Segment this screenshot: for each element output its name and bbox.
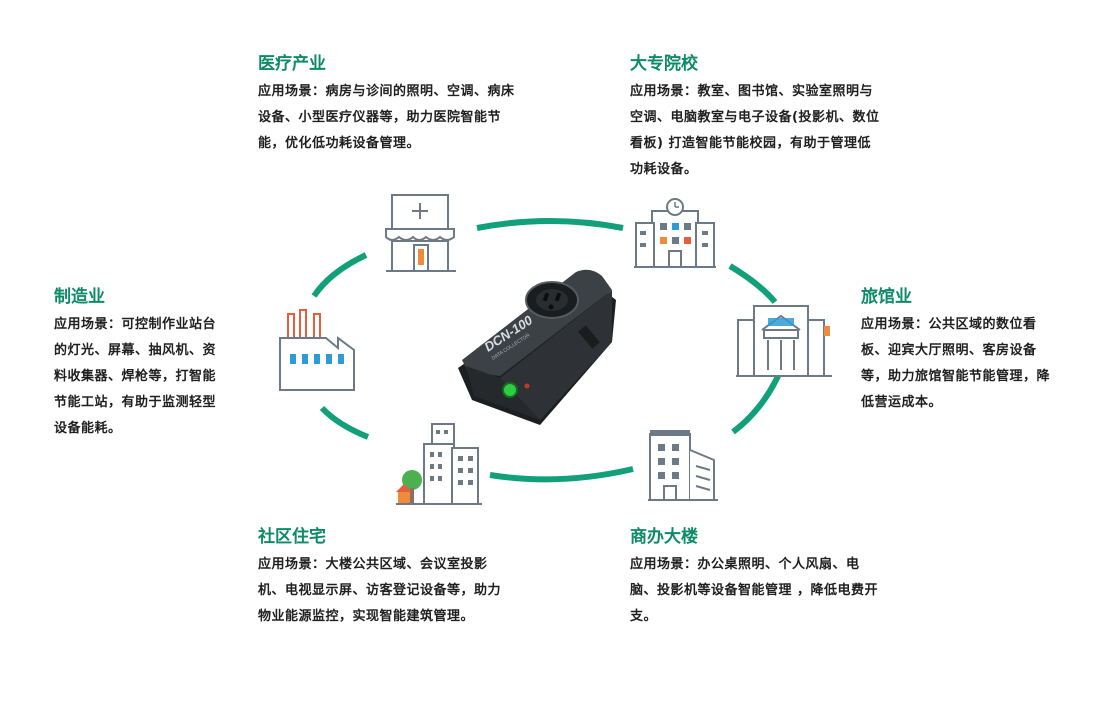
sector-hotel: 旅馆业 应用场景：公共区域的数位看板、迎宾大厅照明、客房设备等，助力旅馆智能节能…	[861, 286, 1051, 416]
sector-title: 大专院校	[630, 54, 698, 74]
apartment-icon	[396, 423, 482, 505]
factory-icon	[279, 309, 355, 391]
sector-description: 应用场景：教室、图书馆、实验室照明与空调、电脑教室与电子设备(投影机、数位看板)…	[630, 84, 880, 177]
sector-manufacturing: 制造业 应用场景：可控制作业站台的灯光、屏幕、抽风机、资料收集器、焊枪等，打智能…	[54, 286, 229, 442]
ring-arc-top-right	[728, 263, 778, 304]
sector-office: 商办大楼 应用场景：办公桌照明、个人风扇、电脑、投影机等设备智能管理 ，降低电费…	[630, 526, 880, 630]
ring-arc-top	[476, 218, 624, 231]
sector-description: 应用场景：可控制作业站台的灯光、屏幕、抽风机、资料收集器、焊枪等，打智能节能工站…	[54, 317, 217, 436]
hospital-icon	[385, 194, 456, 272]
sector-description: 应用场景：大楼公共区域、会议室投影机、电视显示屏、访客登记设备等，助力物业能源监…	[258, 557, 502, 624]
sector-residential: 社区住宅 应用场景：大楼公共区域、会议室投影机、电视显示屏、访客登记设备等，助力…	[258, 526, 508, 630]
ring-arc-bottom	[489, 466, 634, 483]
hotel-icon	[736, 305, 832, 377]
sector-description: 应用场景：公共区域的数位看板、迎宾大厅照明、客房设备等，助力旅馆智能节能管理，降…	[861, 317, 1051, 410]
ring-arc-bottom-left	[319, 405, 370, 440]
sector-title: 商办大楼	[630, 527, 698, 547]
sector-medical: 医疗产业 应用场景：病房与诊间的照明、空调、病床设备、小型医疗仪器等，助力医院智…	[258, 53, 518, 157]
sector-college: 大专院校 应用场景：教室、图书馆、实验室照明与空调、电脑教室与电子设备(投影机、…	[630, 53, 880, 183]
school-icon	[634, 198, 716, 268]
sector-title: 社区住宅	[258, 527, 326, 547]
sector-title: 旅馆业	[861, 287, 912, 307]
sector-title: 医疗产业	[258, 54, 326, 74]
power-collector-device: DCN-100 DATA COLLECTOR	[458, 269, 616, 425]
sector-description: 应用场景：办公桌照明、个人风扇、电脑、投影机等设备智能管理 ，降低电费开支。	[630, 557, 879, 624]
ring-arc-bottom-right	[731, 374, 781, 435]
ring-arc-top-left	[311, 252, 368, 298]
office-building-icon	[648, 430, 718, 501]
connection-ring	[311, 218, 781, 483]
sector-description: 应用场景：病房与诊间的照明、空调、病床设备、小型医疗仪器等，助力医院智能节能，优…	[258, 84, 515, 151]
sector-title: 制造业	[54, 287, 105, 307]
